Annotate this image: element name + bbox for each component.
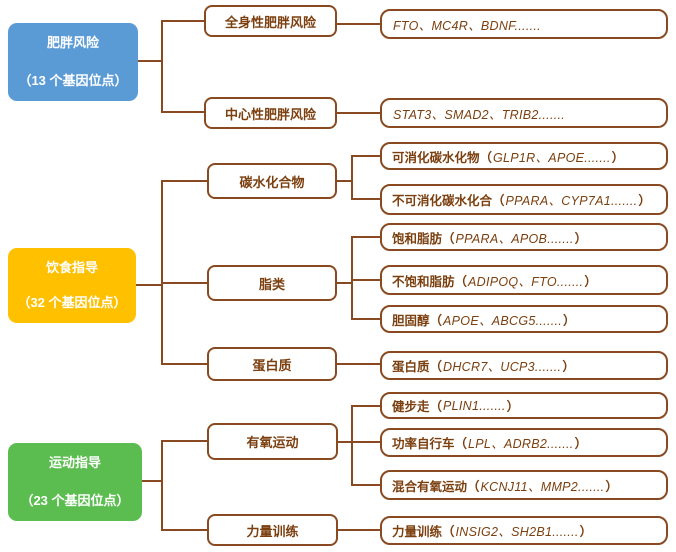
root-subtitle: （13 个基因位点） [18, 72, 128, 88]
leaf-node-cholesterol: 胆固醇（ APOE、ABCG5....... ） [380, 305, 668, 333]
leaf-prefix: 力量训练（ [392, 525, 455, 539]
root-title: 肥胖风险 [46, 35, 99, 50]
branch-node-lipids: 脂类 [207, 265, 337, 301]
leaf-node-indigestible-carbs: 不可消化碳水化合（ PPARA、CYP7A1....... ） [380, 184, 668, 215]
root-subtitle: （23 个基因位点） [20, 492, 130, 508]
leaf-node-unsaturated-fat: 不饱和脂肪（ ADIPOQ、FTO....... ） [380, 265, 668, 295]
leaf-node-overall-obesity-genes: FTO、MC4R、BDNF....... [380, 9, 668, 39]
leaf-suffix: ） [579, 525, 593, 539]
leaf-genes: KCNJ11、MMP2....... [480, 479, 605, 494]
leaf-genes: FTO、MC4R、BDNF....... [393, 18, 541, 33]
root-title: 饮食指导 [45, 260, 98, 275]
leaf-genes: INSIG2、SH2B1....... [455, 525, 579, 539]
leaf-genes: STAT3、SMAD2、TRIB2....... [393, 107, 566, 122]
branch-node-strength-training: 力量训练 [207, 514, 338, 546]
root-node-exercise-guidance: 运动指导 （23 个基因位点） [8, 443, 142, 521]
leaf-prefix: 功率自行车（ [392, 437, 468, 451]
leaf-genes: PLIN1....... [443, 398, 506, 413]
leaf-node-mixed-aerobic: 混合有氧运动（ KCNJ11、MMP2....... ） [380, 470, 668, 500]
leaf-suffix: ） [638, 194, 651, 208]
leaf-node-power-cycling: 功率自行车（ LPL、ADRB2....... ） [380, 428, 668, 457]
leaf-prefix: 混合有氧运动（ [392, 479, 480, 494]
leaf-node-digestible-carbs: 可消化碳水化物（ GLP1R、APOE....... ） [380, 142, 668, 170]
leaf-prefix: 不饱和脂肪（ [392, 274, 468, 289]
leaf-node-strength-training-genes: 力量训练（ INSIG2、SH2B1....... ） [380, 516, 668, 545]
leaf-prefix: 饱和脂肪（ [392, 231, 455, 246]
branch-node-central-obesity-risk: 中心性肥胖风险 [204, 97, 337, 129]
leaf-genes: PPARA、CYP7A1....... [505, 194, 638, 208]
leaf-prefix: 不可消化碳水化合（ [392, 194, 505, 208]
leaf-prefix: 胆固醇（ [392, 313, 443, 328]
leaf-prefix: 可消化碳水化物（ [392, 150, 493, 165]
leaf-suffix: ） [506, 400, 520, 414]
leaf-prefix: 健步走（ [392, 400, 443, 414]
branch-node-overall-obesity-risk: 全身性肥胖风险 [204, 5, 337, 37]
leaf-genes: APOE、ABCG5....... [443, 313, 563, 328]
leaf-suffix: ） [563, 313, 576, 328]
branch-node-protein: 蛋白质 [207, 347, 337, 381]
leaf-suffix: ） [562, 360, 575, 374]
leaf-node-protein-genes: 蛋白质（ DHCR7、UCP3....... ） [380, 351, 668, 380]
leaf-suffix: ） [611, 150, 625, 165]
leaf-genes: ADIPOQ、FTO....... [468, 274, 584, 289]
leaf-node-brisk-walking: 健步走（ PLIN1....... ） [380, 392, 668, 419]
root-node-diet-guidance: 饮食指导 （32 个基因位点） [8, 248, 136, 323]
root-subtitle: （32 个基因位点） [17, 294, 127, 310]
leaf-prefix: 蛋白质（ [392, 360, 443, 374]
leaf-node-saturated-fat: 饱和脂肪（ PPARA、APOB....... ） [380, 223, 668, 251]
root-node-obesity-risk: 肥胖风险 （13 个基因位点） [8, 23, 138, 101]
leaf-suffix: ） [584, 274, 597, 289]
leaf-suffix: ） [605, 479, 618, 494]
leaf-genes: GLP1R、APOE....... [493, 150, 611, 165]
branch-node-aerobic-exercise: 有氧运动 [207, 423, 338, 460]
leaf-genes: LPL、ADRB2....... [468, 437, 574, 451]
leaf-suffix: ） [574, 437, 588, 451]
leaf-genes: PPARA、APOB....... [455, 231, 574, 246]
leaf-node-central-obesity-genes: STAT3、SMAD2、TRIB2....... [380, 98, 668, 128]
leaf-suffix: ） [574, 231, 588, 246]
leaf-genes: DHCR7、UCP3....... [443, 360, 562, 374]
branch-node-carbohydrate: 碳水化合物 [207, 163, 337, 199]
root-title: 运动指导 [48, 455, 101, 470]
